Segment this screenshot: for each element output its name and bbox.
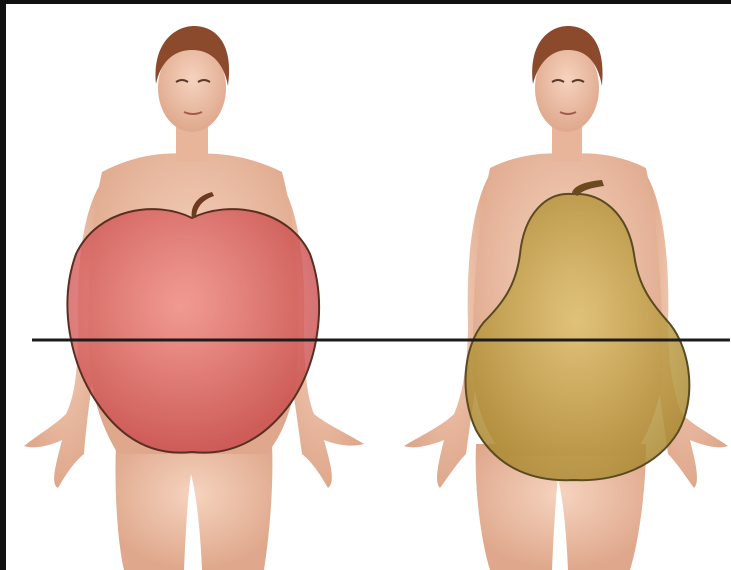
body-shape-illustration bbox=[6, 4, 731, 570]
apple-figure-legs bbox=[115, 444, 272, 570]
pear-figure bbox=[404, 26, 728, 570]
apple-figure bbox=[24, 26, 364, 570]
